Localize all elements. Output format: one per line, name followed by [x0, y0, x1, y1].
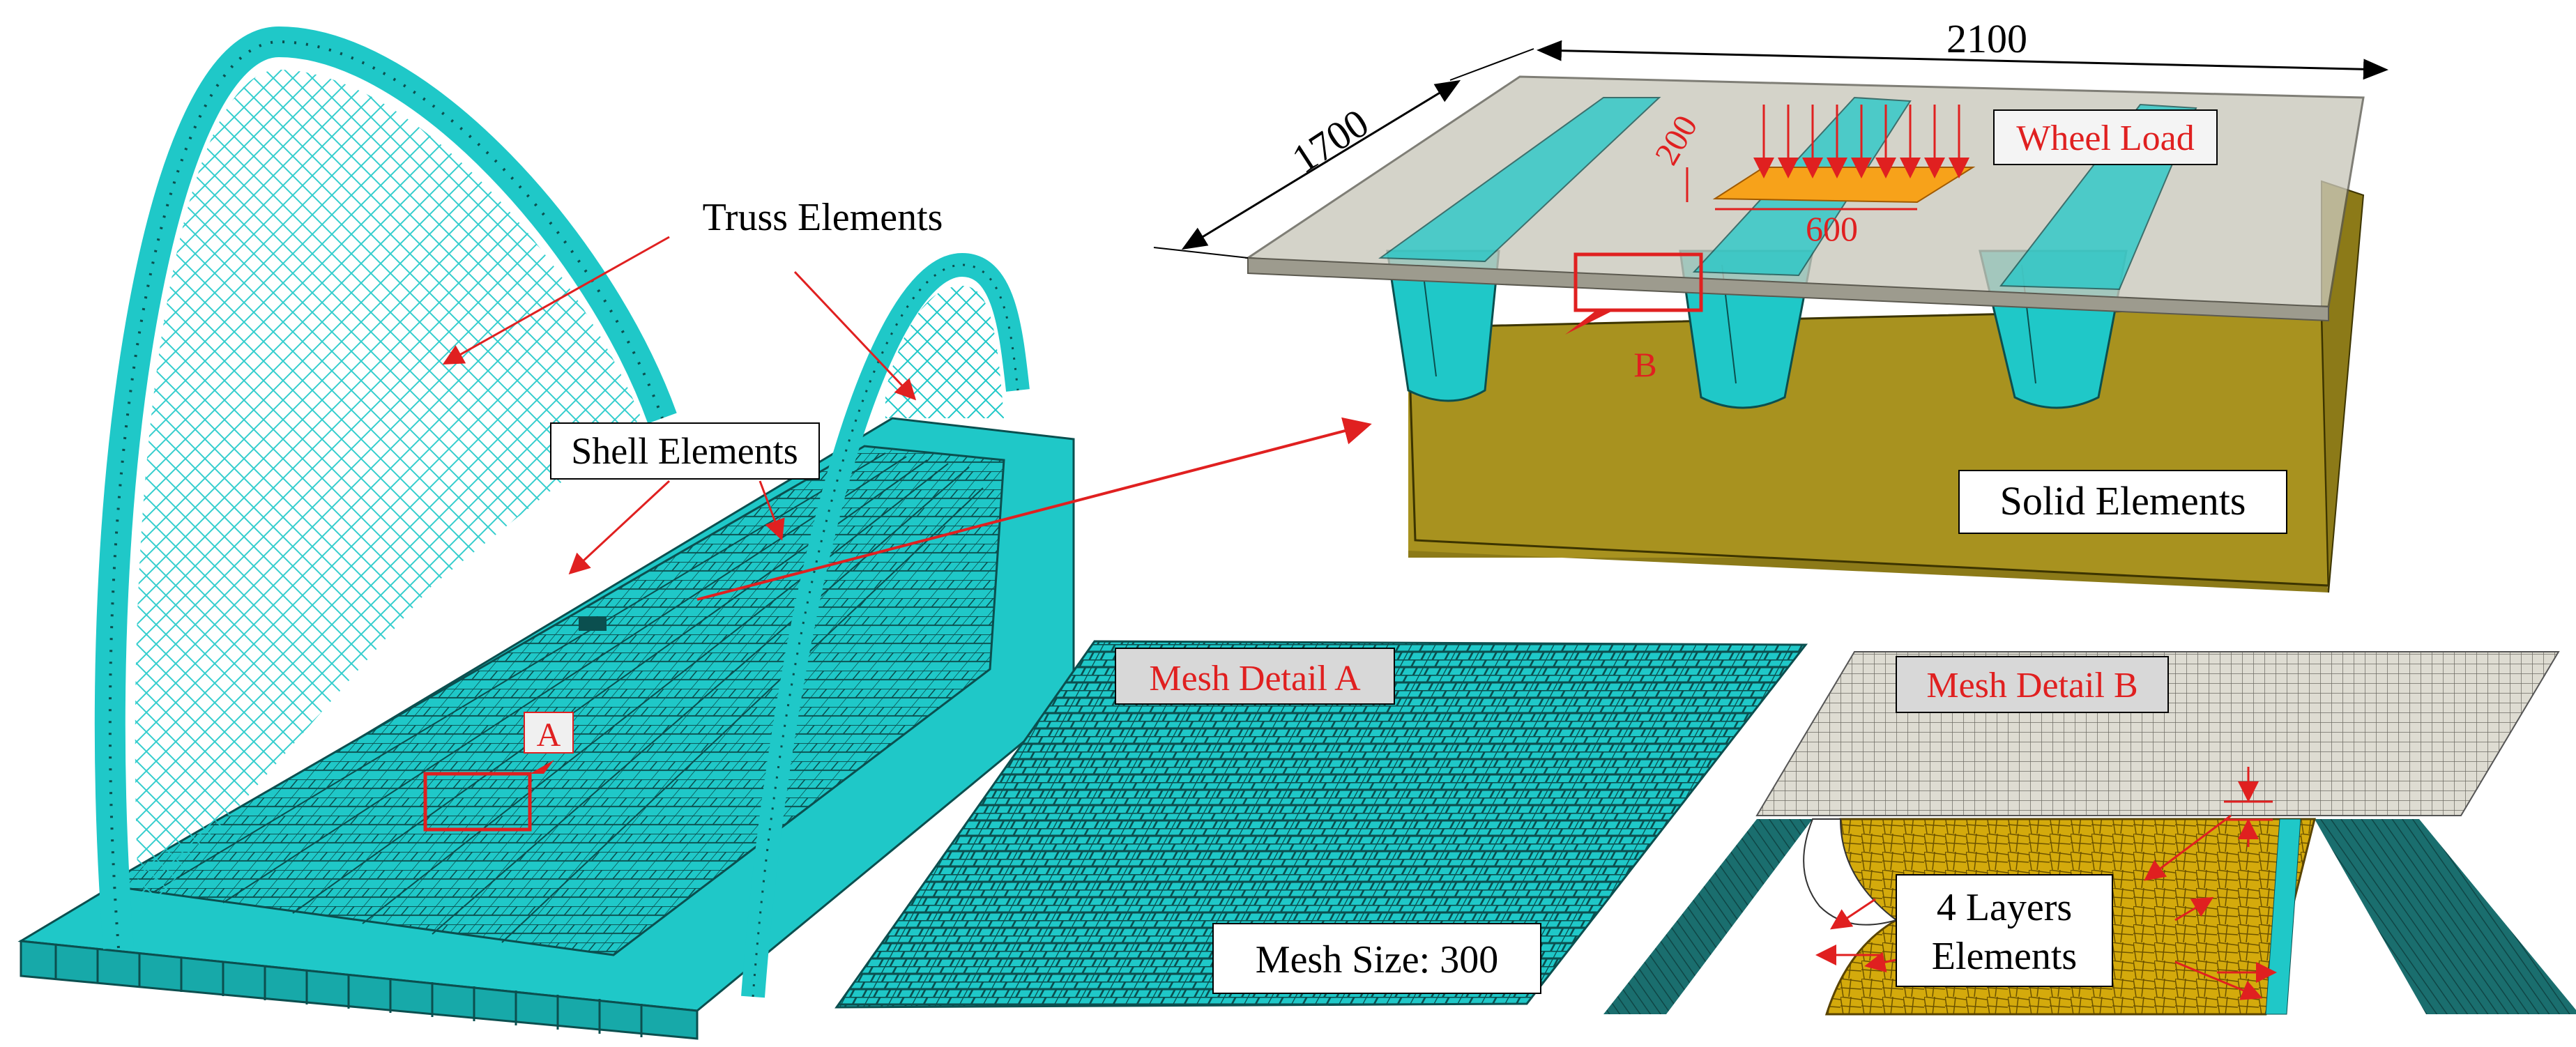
mesh-b-left-rib [1603, 819, 1813, 1014]
region-a-box [423, 772, 532, 832]
arch-bridge-model: A Truss Elements Shell Elements [17, 26, 1372, 1040]
mesh-a-size-label: Mesh Size: 300 [1256, 938, 1498, 981]
marker-a-label: A [537, 717, 561, 754]
marker-b-label: B [1633, 345, 1656, 384]
length-dim: 2100 [1946, 16, 2027, 61]
truss-elements-label: Truss Elements [703, 196, 943, 239]
region-b-box [1573, 252, 1703, 312]
mesh-a-panel [834, 640, 1808, 1009]
load-length-dim: 600 [1806, 209, 1858, 248]
layers-label-line2: Elements [1932, 935, 2077, 978]
layers-label-line1: 4 Layers [1937, 886, 2072, 929]
mesh-b-title: Mesh Detail B [1926, 666, 2137, 705]
mesh-detail-a: Mesh Detail A Mesh Size: 300 [834, 640, 1808, 1009]
mesh-detail-b: Mesh Detail B 4 Layers Elements [1603, 651, 2576, 1016]
truss-cables-main [135, 70, 641, 920]
solid-elements-label: Solid Elements [2000, 478, 2246, 524]
mesh-a-title: Mesh Detail A [1149, 659, 1361, 698]
solid-segment-model: 200 600 2100 1700 B Wheel Load Solid Ele… [1153, 16, 2388, 593]
shell-elements-label: Shell Elements [571, 430, 798, 472]
wheel-load-label: Wheel Load [2016, 119, 2195, 158]
width-dim: 1700 [1284, 100, 1377, 182]
